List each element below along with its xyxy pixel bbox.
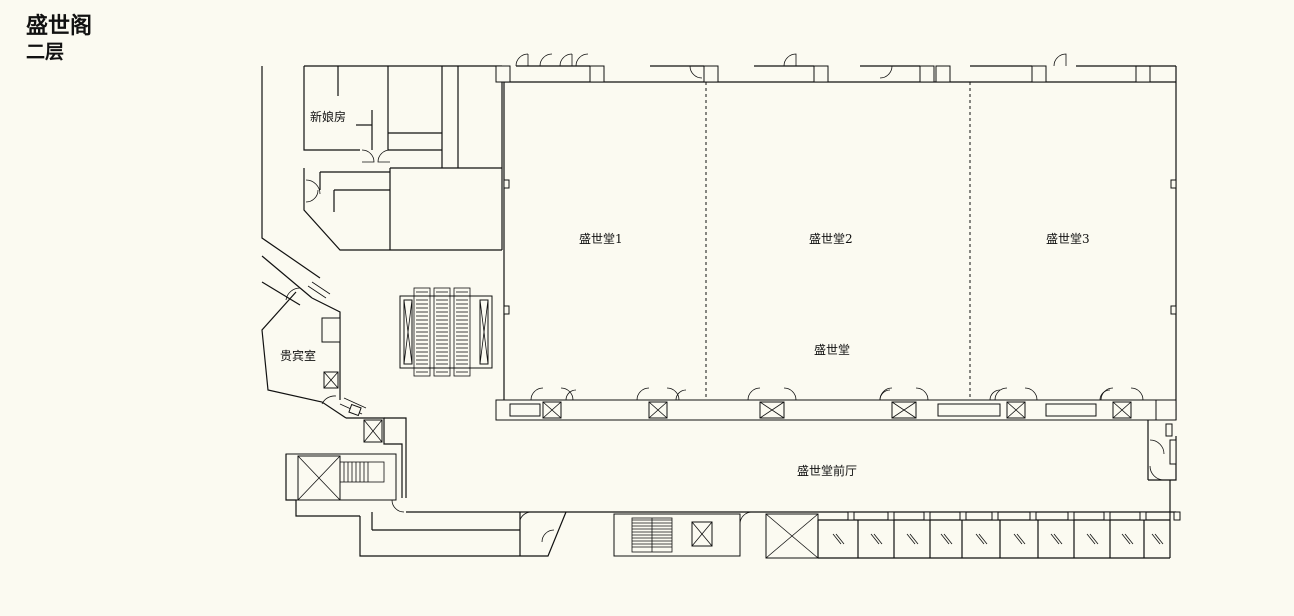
door-leaf xyxy=(657,401,668,419)
grand-hall-label: 盛世堂 xyxy=(814,342,850,357)
door-swing xyxy=(989,389,1001,401)
door-leaf xyxy=(903,401,917,419)
door-leaf xyxy=(1121,401,1132,419)
grand-hall-walls: 盛世堂1 盛世堂2 盛世堂3 盛世堂 xyxy=(495,53,1177,420)
door-leaf xyxy=(771,401,785,419)
lobby-label: 盛世堂前厅 xyxy=(797,463,857,478)
fixture-mark xyxy=(1151,533,1161,545)
door-swing xyxy=(1099,389,1111,401)
fixture-mark xyxy=(978,533,988,545)
fixture-mark xyxy=(975,533,985,545)
fixture-mark xyxy=(1013,533,1023,545)
door-swing xyxy=(530,387,544,401)
door-swing xyxy=(915,387,929,401)
door-swing xyxy=(994,387,1008,401)
door-swing xyxy=(879,389,891,401)
door-swing xyxy=(565,389,577,401)
fixture-mark xyxy=(835,533,845,545)
cubicle-door-post xyxy=(1173,511,1181,521)
floor-label: 二层 xyxy=(26,41,65,63)
fixture-mark xyxy=(1124,533,1134,545)
hall-3-label: 盛世堂3 xyxy=(1046,231,1090,246)
door-swing xyxy=(666,387,680,401)
west-corridor-walls xyxy=(261,66,331,306)
door-swing xyxy=(1130,387,1144,401)
vip-room: 贵宾室 xyxy=(261,287,367,419)
door-swing xyxy=(1024,387,1038,401)
southwest-block xyxy=(285,417,612,557)
door-swing xyxy=(675,389,687,401)
fixture-mark xyxy=(1089,533,1099,545)
cubicle-door-post xyxy=(959,511,967,521)
cubicle-door-post xyxy=(1029,511,1037,521)
fixture-mark xyxy=(940,533,950,545)
fixture-mark xyxy=(1086,533,1096,545)
fixture-mark xyxy=(873,533,883,545)
south-stair-core xyxy=(612,511,766,557)
cubicle-door-post xyxy=(923,511,931,521)
hall-1-label: 盛世堂1 xyxy=(579,231,623,246)
southeast-restrooms xyxy=(765,480,1181,559)
door-swing xyxy=(783,387,797,401)
cubicle-door-post xyxy=(991,511,999,521)
door-leaf xyxy=(551,401,562,419)
bridal-room-label: 新娘房 xyxy=(310,109,346,124)
fixture-mark xyxy=(870,533,880,545)
fixture-mark xyxy=(943,533,953,545)
fixture-mark xyxy=(909,533,919,545)
cubicle-door-post xyxy=(887,511,895,521)
bridal-room-block: 新娘房 xyxy=(303,65,503,251)
vip-room-label: 贵宾室 xyxy=(280,348,316,363)
door-swing xyxy=(636,387,650,401)
title-block: 盛世阁 二层 xyxy=(26,12,92,64)
door-leaf xyxy=(1015,401,1026,419)
hall-south-wall xyxy=(495,387,1177,421)
fixture-mark xyxy=(832,533,842,545)
fixture-mark xyxy=(1053,533,1063,545)
cubicle-door-post xyxy=(1139,511,1147,521)
lobby-walls: 盛世堂前厅 xyxy=(797,420,1177,481)
stair-outline xyxy=(339,461,385,483)
cubicle-door-post xyxy=(847,511,855,521)
cubicle-door-post xyxy=(1067,511,1075,521)
door-swing xyxy=(560,387,574,401)
fixture-mark xyxy=(906,533,916,545)
fixture-mark xyxy=(1154,533,1164,545)
escalators xyxy=(399,287,493,377)
fixture-mark xyxy=(1016,533,1026,545)
building-name: 盛世阁 xyxy=(26,13,93,39)
fixture-mark xyxy=(1121,533,1131,545)
cubicle-door-post xyxy=(1103,511,1111,521)
fixture-mark xyxy=(1050,533,1060,545)
door-swing xyxy=(1100,387,1114,401)
door-swing xyxy=(747,387,761,401)
hall-2-label: 盛世堂2 xyxy=(809,231,853,246)
